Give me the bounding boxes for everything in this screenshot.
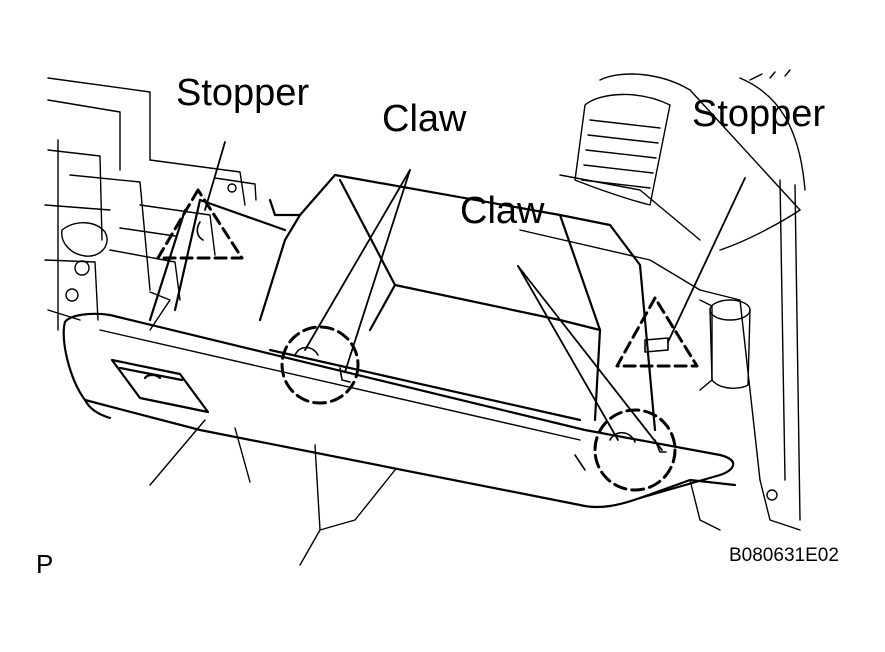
claw-top-label: Claw bbox=[382, 98, 467, 140]
right-dashboard-frame bbox=[519, 69, 806, 531]
pipe-fitting bbox=[709, 299, 751, 389]
stopper-right-marker bbox=[615, 177, 746, 368]
left-dashboard-frame bbox=[44, 77, 257, 331]
stopper-left-label: Stopper bbox=[176, 72, 310, 114]
stopper-left-marker bbox=[156, 141, 244, 260]
figure-code: B080631E02 bbox=[729, 545, 839, 566]
claw-right-marker bbox=[517, 265, 677, 492]
stopper-right-label: Stopper bbox=[692, 93, 826, 135]
air-vent bbox=[574, 93, 671, 206]
claw-middle-marker bbox=[280, 169, 411, 405]
glove-box bbox=[62, 173, 737, 509]
view-letter: P bbox=[36, 549, 54, 579]
claw-middle-label: Claw bbox=[460, 190, 545, 232]
hand-lines bbox=[149, 419, 721, 566]
